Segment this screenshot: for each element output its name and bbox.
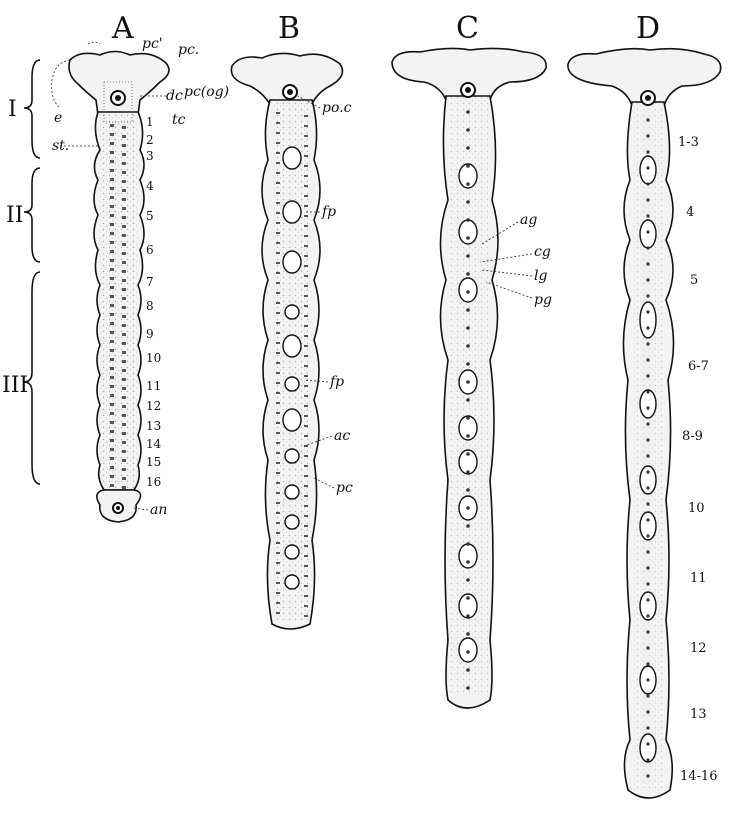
label-a-dc: dc bbox=[166, 88, 183, 104]
label-b-fp1: fp bbox=[321, 204, 336, 220]
ganglion-oval bbox=[285, 377, 299, 391]
label-b-pc: pc bbox=[336, 480, 353, 496]
panel-letter-d: D bbox=[636, 11, 660, 46]
label-b-poc: po.c bbox=[322, 100, 352, 116]
ganglion-oval bbox=[640, 302, 656, 338]
ganglion-oval bbox=[459, 638, 477, 662]
panel-letter-a: A bbox=[111, 11, 134, 46]
label-c-lg: lg bbox=[534, 268, 547, 284]
segment-group-label: 10 bbox=[688, 501, 705, 516]
segment-group-label: 6-7 bbox=[688, 359, 709, 374]
segment-group-label: 8-9 bbox=[682, 429, 703, 444]
panel-a: I II III pc' pc. dc pc(og) tc e st. an 1… bbox=[2, 36, 229, 522]
brace-i bbox=[24, 60, 40, 158]
brace-ii bbox=[24, 168, 40, 262]
ganglion-oval bbox=[459, 220, 477, 244]
ganglion-oval bbox=[283, 201, 301, 223]
ganglion-oval bbox=[283, 409, 301, 431]
segment-number: 8 bbox=[146, 299, 154, 313]
region-label-iii: III bbox=[2, 373, 28, 398]
segment-group-label: 12 bbox=[690, 641, 707, 656]
segment-number: 9 bbox=[146, 327, 154, 341]
ganglion-oval bbox=[285, 575, 299, 589]
segment-number: 6 bbox=[146, 243, 154, 257]
label-a-an: an bbox=[150, 502, 167, 518]
ganglion-oval bbox=[459, 278, 477, 302]
segment-number: 10 bbox=[146, 351, 161, 365]
ganglion-oval bbox=[640, 156, 656, 184]
segment-group-label: 5 bbox=[690, 273, 698, 288]
label-b-fp2: fp bbox=[329, 374, 344, 390]
label-a-tc: tc bbox=[172, 112, 186, 128]
segment-number: 13 bbox=[146, 419, 161, 433]
label-a-pc-prime: pc' bbox=[142, 36, 163, 52]
segment-group-label: 1-3 bbox=[678, 135, 699, 150]
panel-letter-c: C bbox=[456, 11, 479, 46]
ganglion-oval bbox=[640, 390, 656, 418]
label-c-ag: ag bbox=[520, 212, 537, 228]
segment-number: 5 bbox=[146, 209, 154, 223]
ganglion-oval bbox=[640, 466, 656, 494]
region-label-i: I bbox=[8, 97, 17, 122]
region-label-ii: II bbox=[6, 203, 23, 228]
label-c-cg: cg bbox=[534, 244, 551, 260]
ganglion-oval bbox=[285, 485, 299, 499]
segment-number: 3 bbox=[146, 149, 154, 163]
segment-group-label: 11 bbox=[690, 571, 707, 586]
segment-number: 16 bbox=[146, 475, 161, 489]
segment-group-label: 13 bbox=[690, 707, 707, 722]
label-a-pc: pc. bbox=[178, 42, 199, 58]
panel-d: 1-3 4 5 6-7 8-9 10 11 12 13 14-16 bbox=[568, 49, 721, 798]
label-a-pc-og: pc(og) bbox=[184, 84, 229, 100]
segment-group-label: 14-16 bbox=[680, 769, 717, 784]
segment-group-label: 4 bbox=[686, 205, 694, 220]
segment-number: 2 bbox=[146, 133, 154, 147]
ganglion-oval bbox=[285, 305, 299, 319]
panel-b: po.c fp fp ac pc bbox=[231, 53, 353, 629]
ganglion-oval bbox=[283, 335, 301, 357]
ganglion-oval bbox=[459, 544, 477, 568]
panel-c: ag cg lg pg bbox=[392, 48, 552, 708]
ganglion-oval bbox=[285, 515, 299, 529]
label-a-e: e bbox=[54, 110, 62, 126]
panel-letter-b: B bbox=[278, 11, 300, 46]
segment-number: 12 bbox=[146, 399, 161, 413]
ganglion-oval bbox=[285, 449, 299, 463]
ganglion-oval bbox=[283, 147, 301, 169]
segment-number: 1 bbox=[146, 115, 154, 129]
ganglion-oval bbox=[285, 545, 299, 559]
segment-number: 7 bbox=[146, 275, 154, 289]
segment-number: 15 bbox=[146, 455, 161, 469]
ganglion-oval bbox=[283, 251, 301, 273]
segment-number: 11 bbox=[146, 379, 161, 393]
segment-number: 4 bbox=[146, 179, 154, 193]
segment-number: 14 bbox=[146, 437, 162, 451]
ganglion-oval bbox=[640, 220, 656, 248]
label-b-ac: ac bbox=[334, 428, 350, 444]
ganglion-oval bbox=[640, 734, 656, 762]
label-c-pg: pg bbox=[534, 292, 552, 308]
